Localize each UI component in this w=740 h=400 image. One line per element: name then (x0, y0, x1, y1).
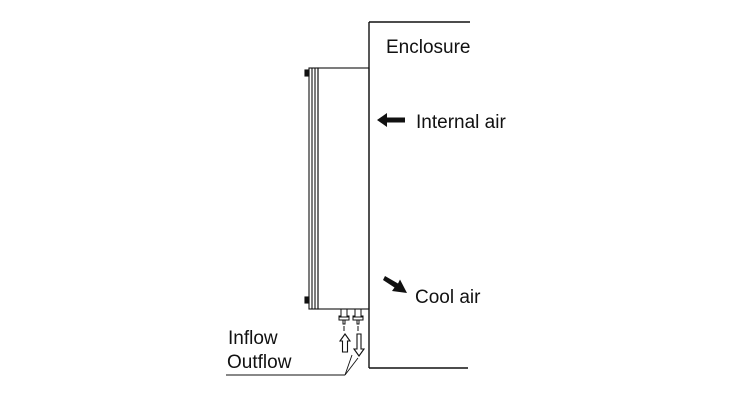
flow-leader-line (226, 354, 359, 376)
drain-fittings (338, 309, 364, 331)
cool-air-arrow-icon (383, 276, 407, 293)
cool-air-label: Cool air (415, 287, 481, 308)
cooling-unit (304, 67, 370, 310)
internal-air-label: Internal air (416, 112, 506, 133)
enclosure-label: Enclosure (386, 37, 471, 58)
inflow-label: Inflow (228, 328, 278, 349)
internal-air-arrow-icon (377, 113, 405, 127)
outflow-arrow-icon (352, 333, 366, 357)
inflow-arrow-icon (338, 333, 352, 353)
outflow-label: Outflow (227, 352, 292, 373)
enclosure-wall (368, 21, 470, 369)
